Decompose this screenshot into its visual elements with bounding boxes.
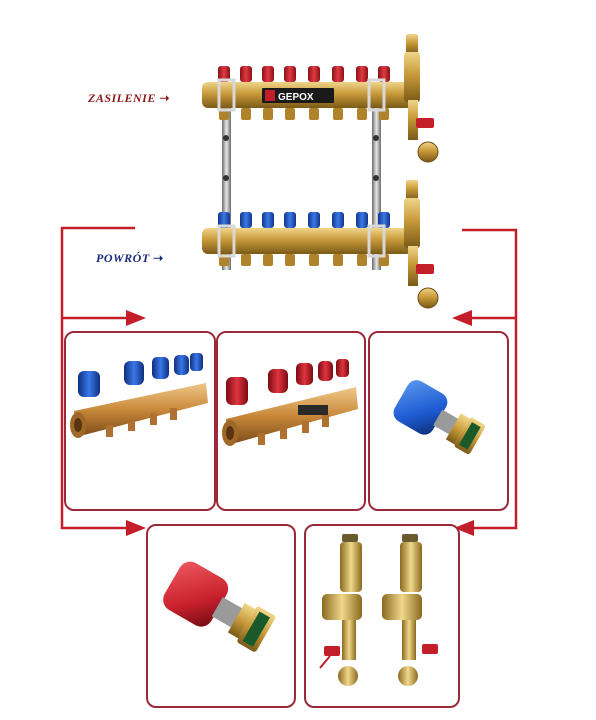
supply-manifold: GEPOX — [202, 66, 412, 120]
blue-valve-insert-icon — [393, 380, 486, 455]
supply-label: ZASILENIE ➝ — [88, 91, 170, 106]
vent-drain-valves-icon — [319, 534, 438, 686]
arrow-left-top — [452, 310, 472, 326]
panel-vent-valves — [304, 524, 460, 708]
arrow-right-bottom — [126, 520, 146, 536]
red-manifold-bar-icon — [222, 359, 358, 446]
red-valve-insert-icon — [163, 561, 276, 652]
arrow-left-bottom — [454, 520, 474, 536]
manifold-assembly-icon: GEPOX — [202, 34, 439, 309]
panel-supply-manifold-bar — [216, 331, 366, 511]
panel-red-valve-insert — [146, 524, 296, 708]
arrow-right-top — [126, 310, 146, 326]
panel-blue-valve-insert — [368, 331, 509, 511]
return-manifold — [202, 212, 412, 266]
arrow-right-icon: ➝ — [153, 251, 164, 265]
panel-return-manifold-bar — [64, 331, 216, 511]
return-label: POWRÓT ➝ — [96, 251, 164, 266]
brand-logo-text: GEPOX — [278, 92, 314, 103]
return-label-text: POWRÓT — [96, 251, 150, 265]
supply-vent-valve — [404, 34, 439, 163]
blue-manifold-bar-icon — [70, 353, 208, 438]
supply-label-text: ZASILENIE — [88, 91, 156, 105]
arrow-right-icon: ➝ — [159, 91, 170, 105]
return-vent-valve — [404, 180, 439, 309]
